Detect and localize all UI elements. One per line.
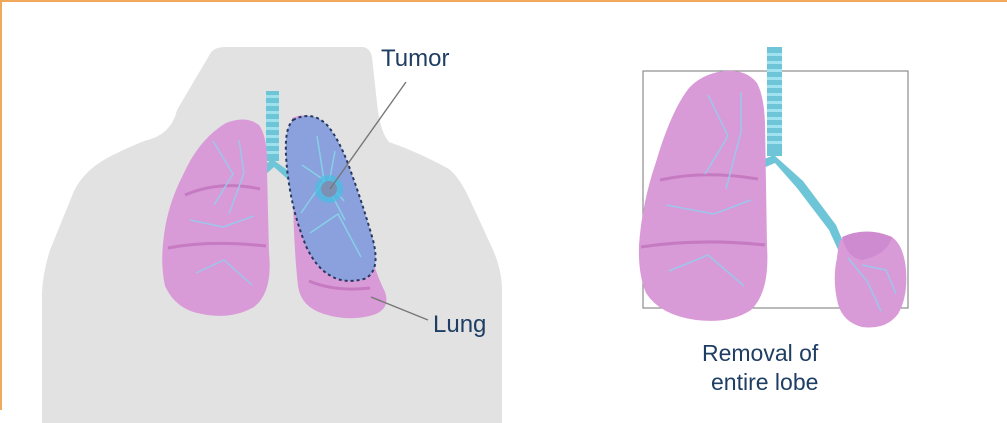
removal-caption-line2: entire lobe	[711, 369, 818, 395]
tumor-label: Tumor	[381, 45, 449, 72]
removal-caption-line1: Removal of	[702, 340, 819, 366]
remaining-lung	[639, 71, 768, 321]
lung-label: Lung	[433, 311, 486, 338]
